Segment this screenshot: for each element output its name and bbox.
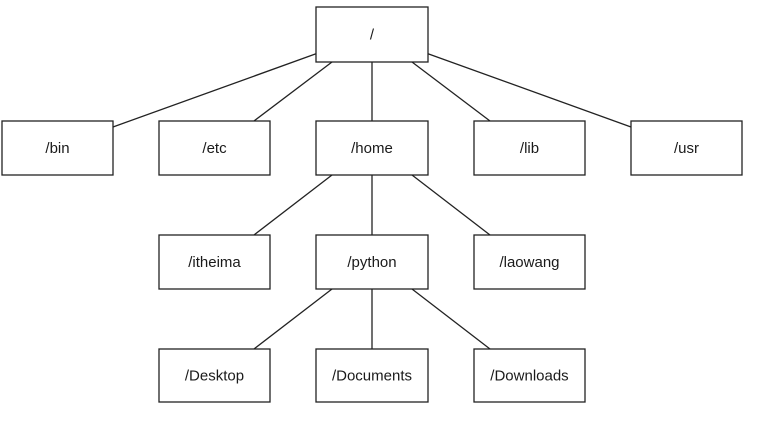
node-box-desktop (158, 348, 271, 403)
node-usr: /usr (630, 120, 743, 176)
node-bin: /bin (1, 120, 114, 176)
node-label-desktop: /Desktop (185, 368, 244, 385)
node-box-home (315, 120, 429, 176)
node-box-python (315, 234, 429, 290)
node-label-root: / (370, 27, 375, 44)
node-label-etc: /etc (202, 140, 227, 157)
node-root: / (315, 6, 429, 63)
edge-root-etc (253, 61, 333, 122)
node-label-lib: /lib (520, 140, 539, 157)
node-label-documents: /Documents (332, 368, 412, 385)
tree-nodes: / /bin/etc/home/lib/usr/itheima/python/la… (1, 6, 743, 403)
edge-root-bin (112, 53, 317, 128)
node-box-etc (158, 120, 271, 176)
node-itheima: /itheima (158, 234, 271, 290)
node-label-itheima: /itheima (188, 254, 241, 271)
tree-edges (112, 53, 632, 350)
node-documents: /Documents (315, 348, 429, 403)
node-box-laowang (473, 234, 586, 290)
node-box-root (315, 6, 429, 63)
node-etc: /etc (158, 120, 271, 176)
edge-root-usr (427, 53, 632, 128)
edge-python-desktop (253, 288, 333, 350)
node-label-laowang: /laowang (499, 254, 559, 271)
node-python: /python (315, 234, 429, 290)
node-box-documents (315, 348, 429, 403)
node-home: /home (315, 120, 429, 176)
node-box-downloads (473, 348, 586, 403)
node-lib: /lib (473, 120, 586, 176)
node-label-bin: /bin (45, 140, 69, 157)
node-laowang: /laowang (473, 234, 586, 290)
edge-root-lib (411, 61, 491, 122)
edge-home-laowang (411, 174, 491, 236)
node-label-home: /home (351, 140, 393, 157)
node-box-itheima (158, 234, 271, 290)
node-box-lib (473, 120, 586, 176)
node-label-usr: /usr (674, 140, 699, 157)
edge-home-itheima (253, 174, 333, 236)
node-downloads: /Downloads (473, 348, 586, 403)
node-box-bin (1, 120, 114, 176)
node-box-usr (630, 120, 743, 176)
edge-python-downloads (411, 288, 491, 350)
node-label-python: /python (347, 254, 396, 271)
node-label-downloads: /Downloads (490, 368, 568, 385)
node-desktop: /Desktop (158, 348, 271, 403)
